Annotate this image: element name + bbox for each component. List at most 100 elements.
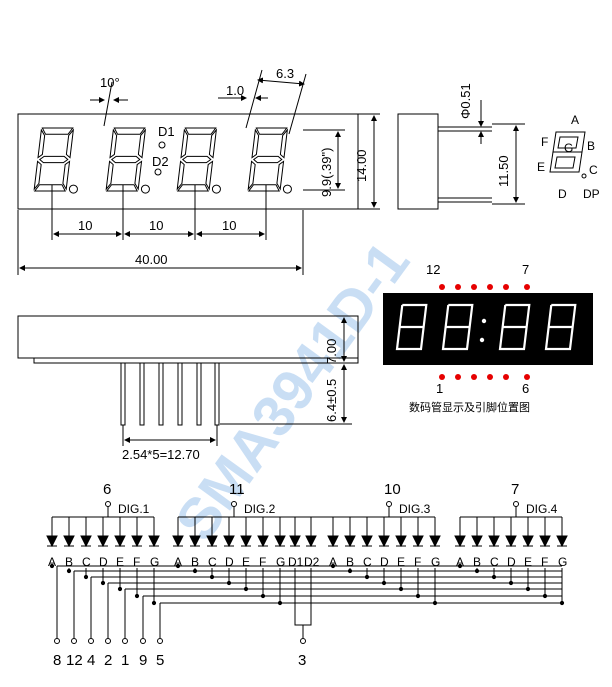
colon-label-1: D1 (288, 555, 304, 569)
diode-4-E (522, 517, 534, 548)
seg-label-2-G: G (276, 555, 285, 569)
diode-2-G (274, 517, 286, 548)
digit-outline-1 (33, 127, 78, 194)
top-pin-dot-5 (503, 284, 509, 290)
angle-label: 10° (100, 75, 120, 90)
seg-label-4-E: E (524, 555, 532, 569)
diode-2-C (206, 517, 218, 548)
seg-label-3-F: F (414, 555, 421, 569)
pin-span-label: 11.50 (496, 155, 511, 187)
seg-pin-number-B: 12 (66, 652, 83, 669)
seg-label-2-F: F (259, 555, 266, 569)
dig-pin-circle-2 (231, 501, 237, 507)
photo-digit-2 (441, 303, 474, 351)
seg-label-1-B: B (65, 555, 73, 569)
diode-3-E (395, 517, 407, 548)
seg-label-3-G: G (431, 555, 440, 569)
front-pin-2 (139, 362, 145, 426)
bottom-pin-dot-5 (503, 374, 509, 380)
seg-label-3-B: B (346, 555, 354, 569)
seg-pin-number-A: 8 (53, 652, 61, 669)
diode-colon-d2 (305, 517, 317, 548)
pin-length-label: 6.4±0.5 (324, 379, 339, 422)
dig-pin-circle-4 (513, 501, 519, 507)
seg-label-2-B: B (191, 555, 199, 569)
colon-dot-upper (481, 318, 487, 324)
digit-height-label: 9.9(.39") (319, 148, 334, 197)
decimal-point (282, 184, 292, 194)
seg-pin-circle-A (54, 638, 60, 644)
display-caption: 数码管显示及引脚位置图 (409, 400, 530, 414)
top-pin-dot-4 (487, 284, 493, 290)
colon-dot-lower (479, 337, 485, 343)
pin-dots (439, 284, 530, 380)
display-pin-6: 6 (522, 381, 529, 396)
seg-g-label: G (564, 141, 573, 155)
seg-label-4-A: A (456, 555, 464, 569)
front-pin-4 (177, 362, 183, 426)
pitch-label-1: 10 (78, 218, 92, 233)
pin-diameter-label: Φ0.51 (458, 83, 473, 119)
seg-label-3-E: E (397, 555, 405, 569)
seg-pin-circle-G (157, 638, 163, 644)
diode-3-G (429, 517, 441, 548)
seg-label-2-D: D (225, 555, 234, 569)
seg-pin-circle-E (122, 638, 128, 644)
front-view (17, 315, 359, 446)
diode-3-F (412, 517, 424, 548)
seg-label-1-D: D (99, 555, 108, 569)
pin-pitch-label: 2.54*5=12.70 (122, 447, 200, 462)
digit-outline-2 (105, 127, 150, 194)
diode-3-D (378, 517, 390, 548)
schematic (46, 501, 568, 644)
bottom-pin-dot-6 (524, 374, 530, 380)
top-pin-dot-2 (455, 284, 461, 290)
seg-pin-number-D: 2 (104, 652, 112, 669)
seg-label-3-D: D (380, 555, 389, 569)
seg-label-1-E: E (116, 555, 124, 569)
seg-d-label: D (558, 187, 567, 201)
seg-dp-label: DP (583, 187, 600, 201)
photo-digit-4 (544, 303, 577, 351)
seg-pin-circle-F (140, 638, 146, 644)
seg-label-3-C: C (363, 555, 372, 569)
front-height-label: 7.00 (324, 339, 339, 364)
diode-4-G (556, 517, 568, 548)
diode-1-F (131, 517, 143, 548)
diode-2-B (189, 517, 201, 548)
segment-legend-figure (549, 131, 587, 179)
digit-outline-4 (247, 127, 292, 194)
diode-1-A (46, 517, 58, 548)
seg-e-label: E (537, 160, 545, 174)
side-view-body (397, 113, 439, 210)
front-pin-6 (214, 362, 220, 426)
pitch-label-3: 10 (222, 218, 236, 233)
dig-pin-number-2: 11 (229, 481, 245, 498)
diode-3-B (344, 517, 356, 548)
top-pin-dot-6 (524, 284, 530, 290)
diode-4-B (471, 517, 483, 548)
seg-pin-number-F: 9 (139, 652, 147, 669)
diode-2-A (172, 517, 184, 548)
seg-label-1-G: G (150, 555, 159, 569)
d1-label: D1 (158, 124, 175, 139)
front-pin-1 (120, 362, 126, 426)
seg-label-4-B: B (473, 555, 481, 569)
top-pin-dot-3 (471, 284, 477, 290)
photo-digits (395, 303, 577, 351)
seg-label-2-C: C (208, 555, 217, 569)
front-pin-3 (158, 362, 164, 426)
top-pin-dot-1 (439, 284, 445, 290)
diode-2-D (223, 517, 235, 548)
seg-label-4-G: G (558, 555, 567, 569)
side-view (397, 100, 525, 210)
diode-4-D (505, 517, 517, 548)
seg-a-label: A (571, 113, 579, 127)
diode-colon-d1 (289, 517, 301, 548)
diode-3-C (361, 517, 373, 548)
seg-label-1-C: C (82, 555, 91, 569)
seg-pin-circle-D (105, 638, 111, 644)
